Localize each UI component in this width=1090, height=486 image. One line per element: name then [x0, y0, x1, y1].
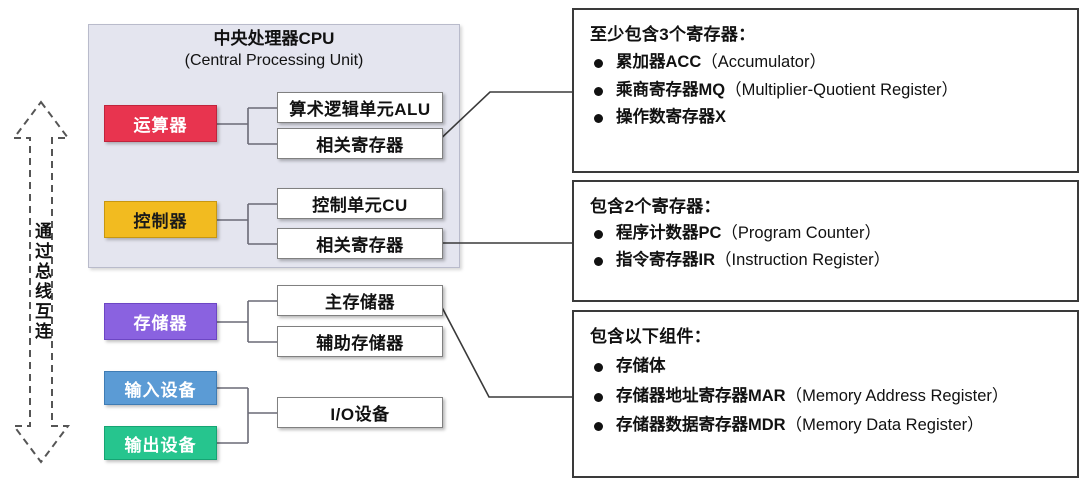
- box-io-device[interactable]: I/O设备: [277, 397, 443, 428]
- bus-arrow-label: 通过总线互连: [32, 222, 52, 342]
- panel-cu-registers-list: 程序计数器PC（Program Counter） 指令寄存器IR（Instruc…: [590, 223, 1063, 270]
- bullet-icon: [594, 256, 603, 266]
- list-item: 存储器地址寄存器MAR（Memory Address Register）: [590, 386, 1063, 407]
- box-auxiliary-memory[interactable]: 辅助存储器: [277, 326, 443, 357]
- bullet-icon: [594, 363, 603, 372]
- panel-alu-registers: 至少包含3个寄存器： 累加器ACC（Accumulator） 乘商寄存器MQ（M…: [572, 8, 1079, 173]
- block-memory[interactable]: 存储器: [104, 303, 217, 340]
- block-arithmetic-unit[interactable]: 运算器: [104, 105, 217, 142]
- panel-main-memory: 包含以下组件： 存储体 存储器地址寄存器MAR（Memory Address R…: [572, 310, 1079, 478]
- box-control-unit-cu[interactable]: 控制单元CU: [277, 188, 443, 219]
- box-control-unit-cu-label: 控制单元CU: [312, 196, 408, 215]
- item-en: （Program Counter）: [721, 224, 881, 242]
- block-control-unit[interactable]: 控制器: [104, 201, 217, 238]
- list-item: 累加器ACC（Accumulator）: [590, 52, 1063, 73]
- list-item: 存储体: [590, 356, 1063, 377]
- bullet-icon: [594, 392, 603, 402]
- item-en: （Memory Data Register）: [785, 416, 984, 435]
- box-alu-registers[interactable]: 相关寄存器: [277, 128, 443, 159]
- panel-cu-registers-heading: 包含2个寄存器：: [590, 197, 721, 216]
- list-item: 程序计数器PC（Program Counter）: [590, 223, 1063, 244]
- block-control-unit-label: 控制器: [133, 212, 188, 231]
- cpu-title-en: (Central Processing Unit): [184, 51, 364, 69]
- block-arithmetic-unit-label: 运算器: [133, 116, 188, 135]
- block-input-device-label: 输入设备: [124, 380, 197, 400]
- item-en: （Instruction Register）: [715, 250, 891, 269]
- box-alu-label: 算术逻辑单元ALU: [289, 100, 431, 119]
- box-alu-registers-label: 相关寄存器: [316, 136, 404, 155]
- box-cu-registers-label: 相关寄存器: [316, 236, 404, 255]
- item-en: （Memory Address Register）: [785, 386, 1009, 405]
- panel-alu-registers-list: 累加器ACC（Accumulator） 乘商寄存器MQ（Multiplier-Q…: [590, 52, 1063, 128]
- item-cn: 存储器地址寄存器MAR: [616, 386, 786, 405]
- box-main-memory[interactable]: 主存储器: [277, 285, 443, 316]
- box-auxiliary-memory-label: 辅助存储器: [316, 334, 404, 353]
- item-en: （Multiplier-Quotient Register）: [725, 80, 959, 99]
- panel-alu-registers-heading: 至少包含3个寄存器：: [590, 25, 756, 44]
- bus-arrow-label-wrap: 通过总线互连: [10, 98, 72, 466]
- double-headed-vertical-arrow-icon: [12, 100, 70, 464]
- item-cn: 存储体: [616, 357, 666, 375]
- item-en: （Accumulator）: [701, 53, 826, 71]
- block-output-device[interactable]: 输出设备: [104, 426, 217, 460]
- panel-main-memory-list: 存储体 存储器地址寄存器MAR（Memory Address Register）…: [590, 356, 1063, 436]
- block-output-device-label: 输出设备: [124, 435, 197, 455]
- item-cn: 乘商寄存器MQ: [616, 80, 726, 99]
- item-cn: 累加器ACC: [616, 53, 702, 71]
- box-main-memory-label: 主存储器: [325, 293, 395, 312]
- item-cn: 程序计数器PC: [616, 224, 722, 242]
- cpu-title-cn: 中央处理器CPU: [213, 29, 335, 48]
- block-input-device[interactable]: 输入设备: [104, 371, 217, 405]
- panel-main-memory-heading: 包含以下组件：: [590, 327, 712, 346]
- item-cn: 指令寄存器IR: [616, 250, 715, 269]
- cpu-title: 中央处理器CPU (Central Processing Unit): [88, 28, 460, 72]
- bullet-icon: [594, 59, 603, 68]
- box-alu[interactable]: 算术逻辑单元ALU: [277, 92, 443, 123]
- bullet-icon: [594, 422, 603, 432]
- box-io-device-label: I/O设备: [330, 405, 390, 424]
- bullet-icon: [594, 114, 603, 124]
- box-cu-registers[interactable]: 相关寄存器: [277, 228, 443, 259]
- panel-cu-registers: 包含2个寄存器： 程序计数器PC（Program Counter） 指令寄存器I…: [572, 180, 1079, 302]
- bullet-icon: [594, 86, 603, 96]
- bus-arrow: 通过总线互连: [10, 98, 72, 466]
- list-item: 乘商寄存器MQ（Multiplier-Quotient Register）: [590, 80, 1063, 101]
- list-item: 存储器数据寄存器MDR（Memory Data Register）: [590, 415, 1063, 436]
- block-memory-label: 存储器: [133, 314, 188, 333]
- bullet-icon: [594, 230, 603, 239]
- item-cn: 存储器数据寄存器MDR: [616, 416, 786, 435]
- list-item: 操作数寄存器X: [590, 107, 1063, 128]
- list-item: 指令寄存器IR（Instruction Register）: [590, 250, 1063, 271]
- item-cn: 操作数寄存器X: [616, 108, 727, 127]
